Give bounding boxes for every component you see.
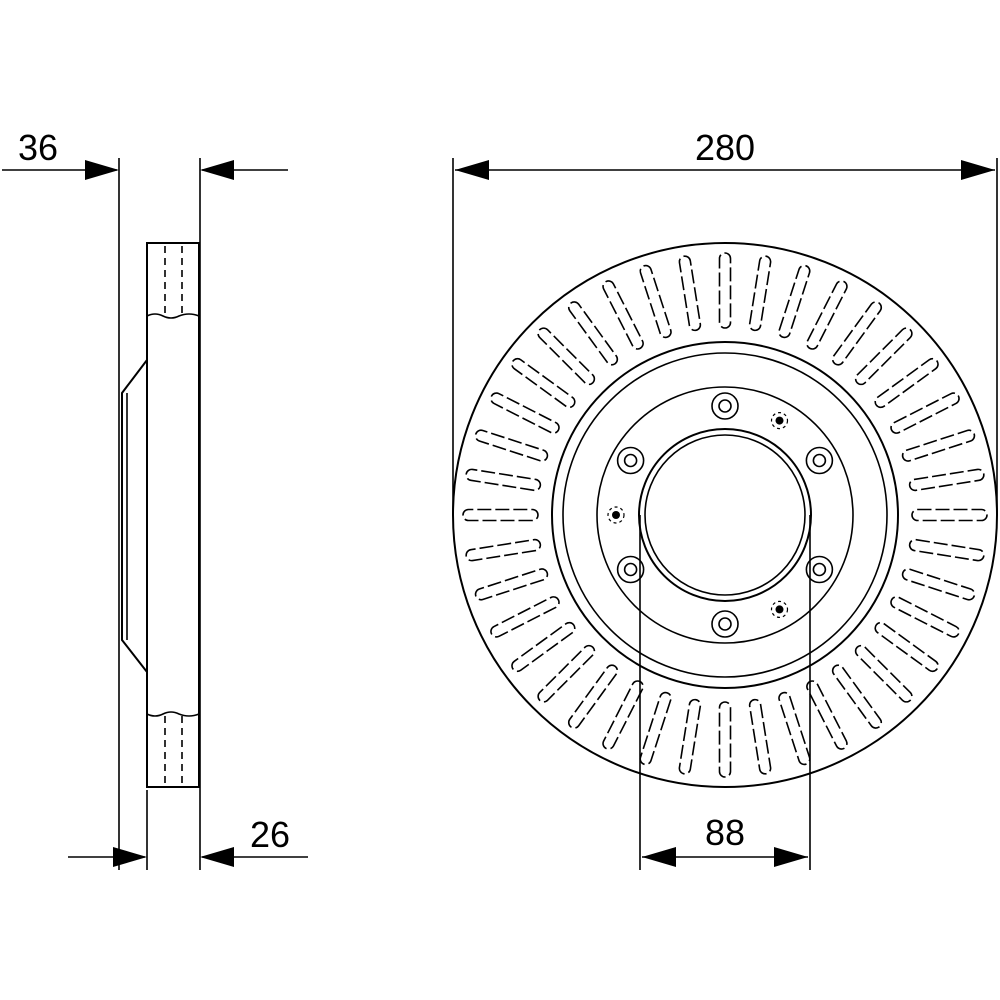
vent-slot	[462, 508, 539, 522]
vent-slot	[908, 538, 985, 562]
front-view: 280 88	[452, 127, 998, 870]
vent-slot	[718, 252, 732, 329]
bolt-hole	[805, 555, 834, 584]
vent-slot	[678, 698, 702, 775]
hat-profile	[121, 359, 148, 673]
vent-slot	[874, 357, 939, 409]
locating-pin	[607, 506, 625, 524]
bolt-hole	[805, 446, 834, 475]
friction-ring-inner-edge	[551, 341, 899, 689]
center-bore-chamfer	[644, 434, 806, 596]
dim-88-arrow-right	[774, 847, 808, 867]
vent-slot	[831, 664, 883, 729]
dim-center-bore: 88	[705, 812, 745, 853]
vent-slot	[474, 429, 549, 462]
vent-slot	[890, 596, 960, 638]
dim-26-arrow-right	[200, 847, 234, 867]
vent-slot	[490, 392, 560, 434]
dim-26-arrow-left	[113, 847, 147, 867]
bolt-holes	[607, 392, 834, 638]
vent-slot	[474, 568, 549, 601]
vent-slot	[806, 280, 848, 350]
vent-slot	[511, 621, 576, 673]
vent-slot	[831, 301, 883, 366]
disc-outer-edge	[452, 242, 998, 788]
vent-slot	[537, 327, 596, 386]
bolt-hole	[711, 392, 739, 420]
vent-slot	[854, 644, 913, 703]
vent-slot	[537, 644, 596, 703]
vent-slot	[718, 701, 732, 778]
vent-wave-bottom	[146, 711, 200, 717]
vent-slot	[490, 596, 560, 638]
vent-wave-top	[146, 313, 200, 319]
vent-slot	[567, 664, 619, 729]
vent-slot	[465, 468, 542, 492]
vent-slot	[901, 568, 976, 601]
vent-slot	[639, 264, 672, 339]
dim-280-arrow-left	[455, 160, 489, 180]
vent-slot	[778, 264, 811, 339]
locating-pin	[770, 600, 789, 618]
vent-slot	[678, 255, 702, 332]
bolt-hole	[616, 555, 645, 584]
locating-pin	[770, 412, 789, 430]
vent-slot	[748, 255, 772, 332]
vent-slot	[567, 301, 619, 366]
vent-slot	[748, 698, 772, 775]
dim-88-arrow-left	[642, 847, 676, 867]
center-bore	[638, 428, 812, 602]
vent-slot	[602, 680, 644, 750]
vent-slot	[890, 392, 960, 434]
vent-slot	[854, 327, 913, 386]
vent-slot	[602, 280, 644, 350]
side-view: 36 26	[2, 127, 308, 870]
hub-face-ring	[596, 386, 854, 644]
vent-slot	[911, 508, 988, 522]
dim-outer-diameter: 280	[695, 127, 755, 168]
vent-slot	[901, 429, 976, 462]
vent-slots	[462, 252, 988, 778]
hat-transition-ring	[562, 352, 888, 678]
dim-total-thickness: 36	[18, 127, 58, 168]
vent-slot	[465, 538, 542, 562]
disc-profile	[146, 242, 200, 788]
vent-slot	[778, 691, 811, 766]
vent-slot	[511, 357, 576, 409]
bolt-hole	[616, 446, 645, 475]
dim-280-arrow-right	[961, 160, 995, 180]
dim-36-arrow-right	[200, 160, 234, 180]
bolt-hole	[711, 610, 739, 638]
vent-slot	[639, 691, 672, 766]
dim-36-arrow-left	[85, 160, 119, 180]
vent-slot	[806, 680, 848, 750]
vent-slot	[908, 468, 985, 492]
dim-disc-thickness: 26	[250, 814, 290, 855]
vent-slot	[874, 621, 939, 673]
